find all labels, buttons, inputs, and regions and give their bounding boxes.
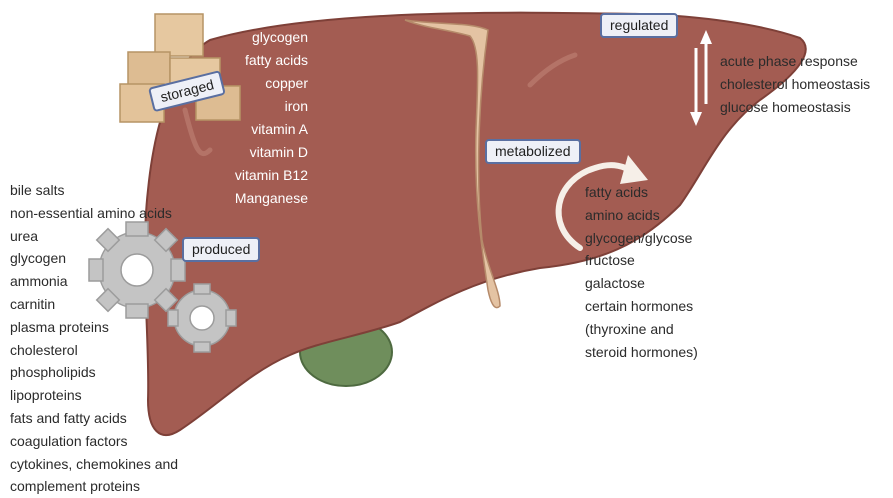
list-item: lipoproteins bbox=[10, 384, 178, 407]
list-item: fats and fatty acids bbox=[10, 407, 178, 430]
list-item: (thyroxine and bbox=[585, 318, 698, 341]
list-item: fructose bbox=[585, 249, 698, 272]
list-item: plasma proteins bbox=[10, 316, 178, 339]
metabolized-tag: metabolized bbox=[485, 139, 581, 164]
list-item: coagulation factors bbox=[10, 430, 178, 453]
regulated-tag: regulated bbox=[600, 13, 678, 38]
list-item: galactose bbox=[585, 272, 698, 295]
storaged-list: glycogen fatty acids copper iron vitamin… bbox=[222, 26, 308, 210]
list-item: vitamin B12 bbox=[222, 164, 308, 187]
list-item: vitamin D bbox=[222, 141, 308, 164]
list-item: glycogen bbox=[222, 26, 308, 49]
list-item: bile salts bbox=[10, 179, 178, 202]
list-item: urea bbox=[10, 225, 178, 248]
metabolized-list: fatty acids amino acids glycogen/glycose… bbox=[585, 181, 698, 363]
list-item: Manganese bbox=[222, 187, 308, 210]
produced-tag: produced bbox=[182, 237, 260, 262]
list-item: glycogen bbox=[10, 247, 178, 270]
list-item: non-essential amino acids bbox=[10, 202, 178, 225]
list-item: certain hormones bbox=[585, 295, 698, 318]
list-item: copper bbox=[222, 72, 308, 95]
list-item: iron bbox=[222, 95, 308, 118]
produced-list: bile salts non-essential amino acids ure… bbox=[10, 179, 178, 498]
list-item: glycogen/glycose bbox=[585, 227, 698, 250]
list-item: carnitin bbox=[10, 293, 178, 316]
list-item: fatty acids bbox=[222, 49, 308, 72]
list-item: acute phase response bbox=[720, 50, 870, 73]
list-item: fatty acids bbox=[585, 181, 698, 204]
list-item: ammonia bbox=[10, 270, 178, 293]
regulated-list: acute phase response cholesterol homeost… bbox=[720, 50, 870, 118]
list-item: cytokines, chemokines and bbox=[10, 453, 178, 476]
list-item: phospholipids bbox=[10, 361, 178, 384]
list-item: vitamin A bbox=[222, 118, 308, 141]
list-item: steroid hormones) bbox=[585, 341, 698, 364]
list-item: cholesterol bbox=[10, 339, 178, 362]
list-item: amino acids bbox=[585, 204, 698, 227]
list-item: glucose homeostasis bbox=[720, 96, 870, 119]
list-item: cholesterol homeostasis bbox=[720, 73, 870, 96]
